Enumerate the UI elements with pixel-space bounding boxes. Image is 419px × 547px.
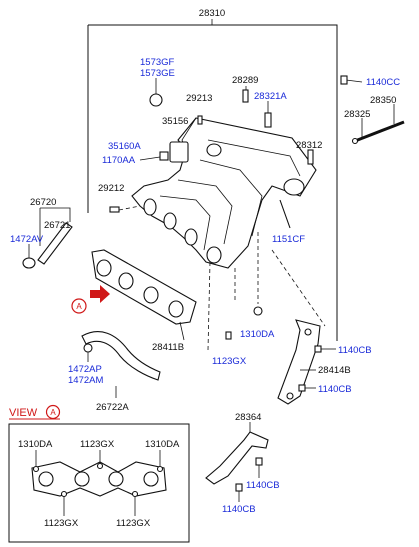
lower-nut-icon — [253, 306, 263, 316]
label-bolt-bracket-2: 1140CB — [318, 384, 352, 395]
leader-gasket — [179, 321, 185, 341]
guide-line-1 — [207, 261, 211, 351]
label-hose-assy: 26720 — [30, 197, 56, 208]
view-label-top-mid: 1123GX — [80, 439, 115, 450]
rod-icon — [351, 120, 405, 145]
small-bolt-1-icon — [255, 457, 263, 466]
gasket-icon — [91, 249, 197, 325]
label-nut-left: 1170AA — [102, 155, 136, 166]
stud-right-icon — [307, 149, 314, 165]
small-bolt-2-icon — [235, 483, 243, 492]
view-label-bottom-right: 1123GX — [116, 518, 151, 529]
stud-top-icon — [197, 115, 203, 125]
view-label-bottom-left: 1123GX — [44, 518, 79, 529]
view-label-top-right: 1310DA — [145, 439, 180, 450]
view-a-frame — [8, 423, 190, 543]
view-gasket-icon — [31, 461, 167, 498]
label-bolt-small-1: 1140CB — [246, 480, 280, 491]
view-marker-letter: A — [76, 302, 82, 311]
label-hose-pipe: 26721 — [44, 220, 70, 231]
label-clamp-b: 1472AM — [68, 375, 103, 386]
leader-stud-left — [118, 205, 141, 211]
bracket-bolt-2-icon — [298, 384, 306, 392]
label-sensor: 28289 — [232, 75, 258, 86]
label-gasket: 28411B — [152, 342, 184, 353]
label-hose-clamp: 1472AV — [10, 234, 44, 245]
label-bracket-small: 28364 — [235, 412, 261, 423]
leader-hose-assy — [40, 207, 71, 222]
view-marker-arrow — [71, 285, 110, 314]
label-stud-long: 1151CF — [272, 234, 305, 245]
label-bracket-part-b: 35160A — [108, 141, 141, 152]
label-nut-lower: 1310DA — [240, 329, 275, 340]
bracket-icon — [277, 319, 321, 405]
bracket-bolt-1-icon — [314, 345, 322, 353]
label-bolt-right-top: 1140CC — [366, 77, 400, 88]
guide-line-4 — [271, 249, 326, 327]
label-bolt-lower: 1123GX — [212, 356, 247, 367]
label-rod: 28350 — [370, 95, 396, 106]
view-label-top-left: 1310DA — [18, 439, 53, 450]
lower-bolt-icon — [225, 331, 232, 340]
label-stud-top: 29213 — [186, 93, 212, 104]
label-bracket-lower: 28414B — [318, 365, 351, 376]
label-hose-lower: 26722A — [96, 402, 129, 413]
label-clamp-a: 1472AP — [68, 364, 102, 375]
label-stud-left: 29212 — [98, 183, 124, 194]
label-rod-tip: 28325 — [344, 109, 370, 120]
label-sensor-bolt: 28321A — [254, 91, 287, 102]
intake-manifold — [131, 117, 317, 269]
label-bolt-small-2: 1140CB — [222, 504, 256, 515]
assembly-frame — [88, 24, 338, 341]
label-bolt-bracket-1: 1140CB — [338, 345, 372, 356]
label-bracket-part: 35156 — [162, 116, 188, 127]
label-cap-a: 1573GF — [140, 57, 175, 68]
long-stud-icon — [279, 199, 291, 229]
small-bracket-icon — [205, 431, 269, 485]
label-cap-b: 1573GE — [140, 68, 175, 79]
label-stud-right: 28312 — [296, 140, 322, 151]
bolt-icon — [340, 75, 363, 85]
leader-nut-left — [139, 156, 161, 161]
cap-plug-icon — [149, 93, 163, 107]
sensor-bolt-icon — [264, 112, 272, 128]
view-letter: A — [50, 408, 56, 417]
stud-left-icon — [109, 206, 120, 213]
view-title: VIEW — [9, 407, 38, 419]
label-top-assembly: 28310 — [199, 8, 225, 19]
nut-left-icon — [159, 151, 169, 161]
sensor-icon — [242, 89, 249, 103]
